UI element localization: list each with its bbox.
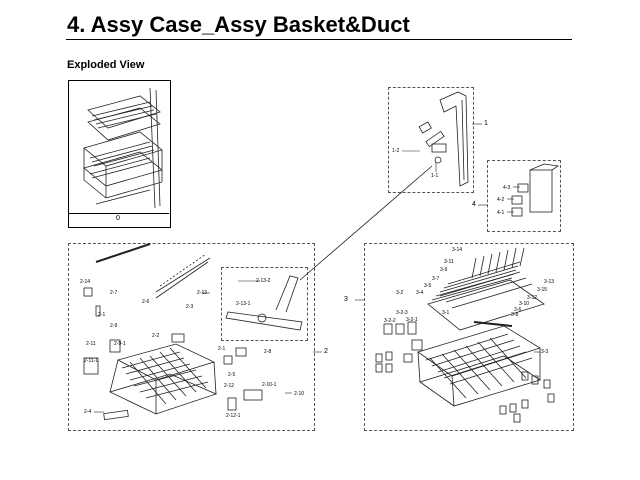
callout-3-4: 3-4 [416,290,424,296]
callout-1: 1 [484,120,488,127]
page-title: 4. Assy Case_Assy Basket&Duct [67,12,410,37]
callout-4: 4 [472,201,476,208]
group-3-box [364,243,574,431]
callout-3: 3 [344,296,348,303]
upper-rack-parts [375,247,555,423]
callout-3-6: 3-6 [514,307,522,313]
callout-1-2: 1-2 [392,148,400,154]
callout-2-2: 2-2 [152,333,160,339]
callout-1-1: 1-1 [431,173,439,179]
callout-2-1: 2-1 [98,312,106,318]
callout-3-2-2: 3-2-2 [384,318,396,324]
callout-2-5: 2-5 [228,372,236,378]
callout-3-10: 3-10 [519,301,530,307]
leader-lines [94,123,540,413]
callout-2-9-1: 2-9-1 [114,341,126,347]
callout-3-3: 3-3 [541,349,549,355]
component-4 [511,163,560,217]
callout-4-3: 4-3 [503,185,511,191]
duct-assembly [418,91,469,187]
title-rule [66,39,572,40]
callout-2-3: 2-3 [186,304,194,310]
overview-label: 0 [116,215,120,222]
callout-2-8: 2-8 [264,349,272,355]
callout-2-7: 2-7 [110,290,118,296]
callout-3-11: 3-11 [444,259,454,265]
overview-drawing [83,87,163,209]
callout-2-10-1: 2-10-1 [262,382,277,388]
callout-4-1: 4-1 [497,210,505,216]
callout-2-13: 2-13 [197,290,208,296]
callout-2-12-1: 2-12-1 [226,413,241,419]
callout-3-2: 3-2 [396,290,404,296]
overview-label-cell [68,213,169,227]
callout-2-4: 2-4 [84,409,92,415]
callout-3-15: 3-15 [537,287,548,293]
section-subtitle: Exploded View [67,59,145,71]
callout-3-1: 3-1 [442,310,450,316]
group-2-box [68,243,315,431]
lower-rack-parts [83,243,303,421]
callout-3-14: 3-14 [452,247,463,253]
callout-3-5: 3-5 [424,283,432,289]
callout-2: 2 [324,348,328,355]
callout-3-12: 3-12 [527,295,538,301]
callout-3-13: 3-13 [544,279,555,285]
callout-2-10: 2-10 [294,391,305,397]
callout-3-9: 3-9 [440,267,448,273]
callout-2-1-b: 2-1 [218,346,226,352]
callout-4-2: 4-2 [497,197,505,203]
group-2-13-box [221,267,308,341]
callout-3-8: 3-8 [511,312,519,318]
callout-3-7: 3-7 [432,276,440,282]
callout-2-9: 2-9 [110,323,118,329]
callout-2-14: 2-14 [80,279,91,285]
overview-panel [68,80,171,228]
group-1-box [388,87,474,193]
callout-2-13-2: 2-13-2 [256,278,271,284]
callout-2-12: 2-12 [224,383,235,389]
callout-3-2-3: 3-2-3 [396,310,408,316]
callout-2-13-1: 2-13-1 [236,301,251,307]
callout-2-11: 2-11 [86,341,96,347]
callout-2-11-1: 2-11-1 [84,358,99,364]
group-4-box [487,160,561,232]
callout-3-2-1: 3-2-1 [406,317,418,323]
callout-2-6: 2-6 [142,299,150,305]
